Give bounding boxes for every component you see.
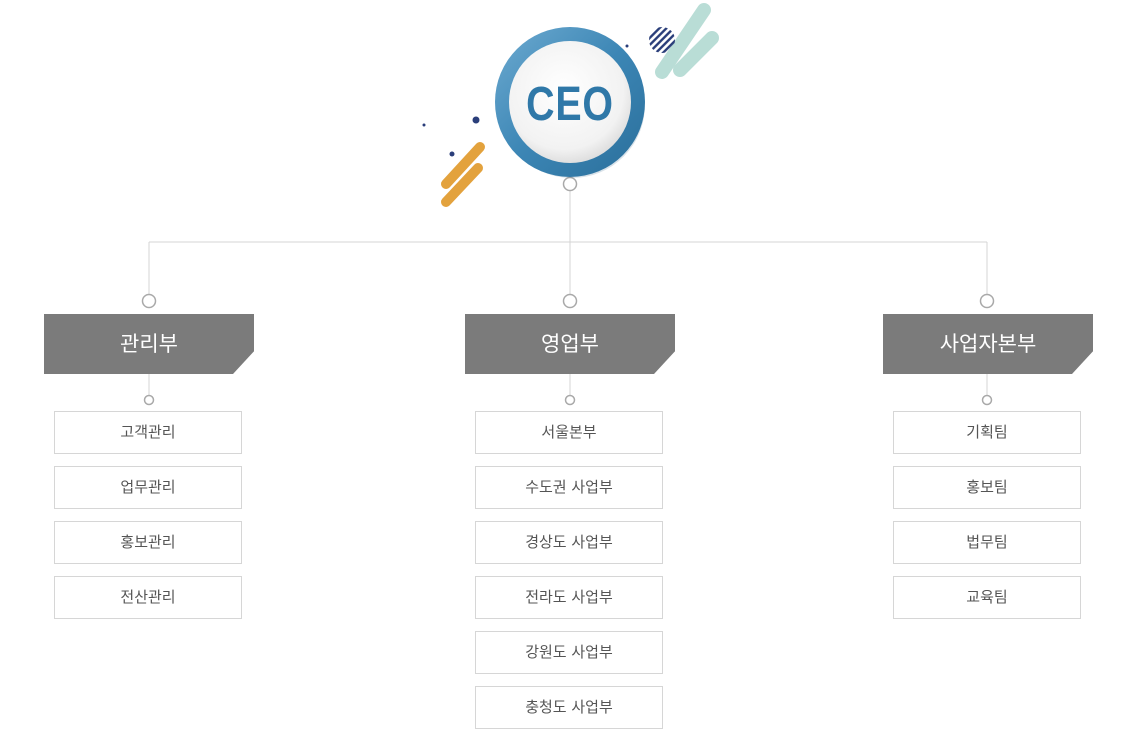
dept-title: 사업자본부 — [939, 332, 1037, 356]
dept-header-business: 사업자본부 — [883, 314, 1093, 374]
dept-title: 영업부 — [541, 332, 599, 356]
decor-hatched-circle — [649, 27, 675, 53]
unit-box: 강원도 사업부 — [475, 631, 663, 674]
decor-orange-bars — [441, 142, 485, 207]
unit-box: 고객관리 — [54, 411, 242, 454]
decor-dots — [422, 44, 629, 157]
unit-box: 홍보관리 — [54, 521, 242, 564]
unit-box: 경상도 사업부 — [475, 521, 663, 564]
unit-box: 충청도 사업부 — [475, 686, 663, 729]
unit-box: 전산관리 — [54, 576, 242, 619]
connector-nodes — [141, 176, 995, 406]
unit-box: 서울본부 — [475, 411, 663, 454]
dept-header-admin: 관리부 — [44, 314, 254, 374]
unit-box: 교육팀 — [893, 576, 1081, 619]
unit-box: 홍보팀 — [893, 466, 1081, 509]
dept-title: 관리부 — [120, 332, 178, 356]
unit-box: 수도권 사업부 — [475, 466, 663, 509]
connector-lines — [148, 190, 988, 395]
unit-box: 기획팀 — [893, 411, 1081, 454]
unit-box: 전라도 사업부 — [475, 576, 663, 619]
dept-header-sales: 영업부 — [465, 314, 675, 374]
decor-mint-bars — [655, 3, 719, 79]
ceo-label: CEO — [526, 78, 614, 131]
unit-box: 법무팀 — [893, 521, 1081, 564]
ceo-badge — [495, 27, 645, 178]
unit-box: 업무관리 — [54, 466, 242, 509]
